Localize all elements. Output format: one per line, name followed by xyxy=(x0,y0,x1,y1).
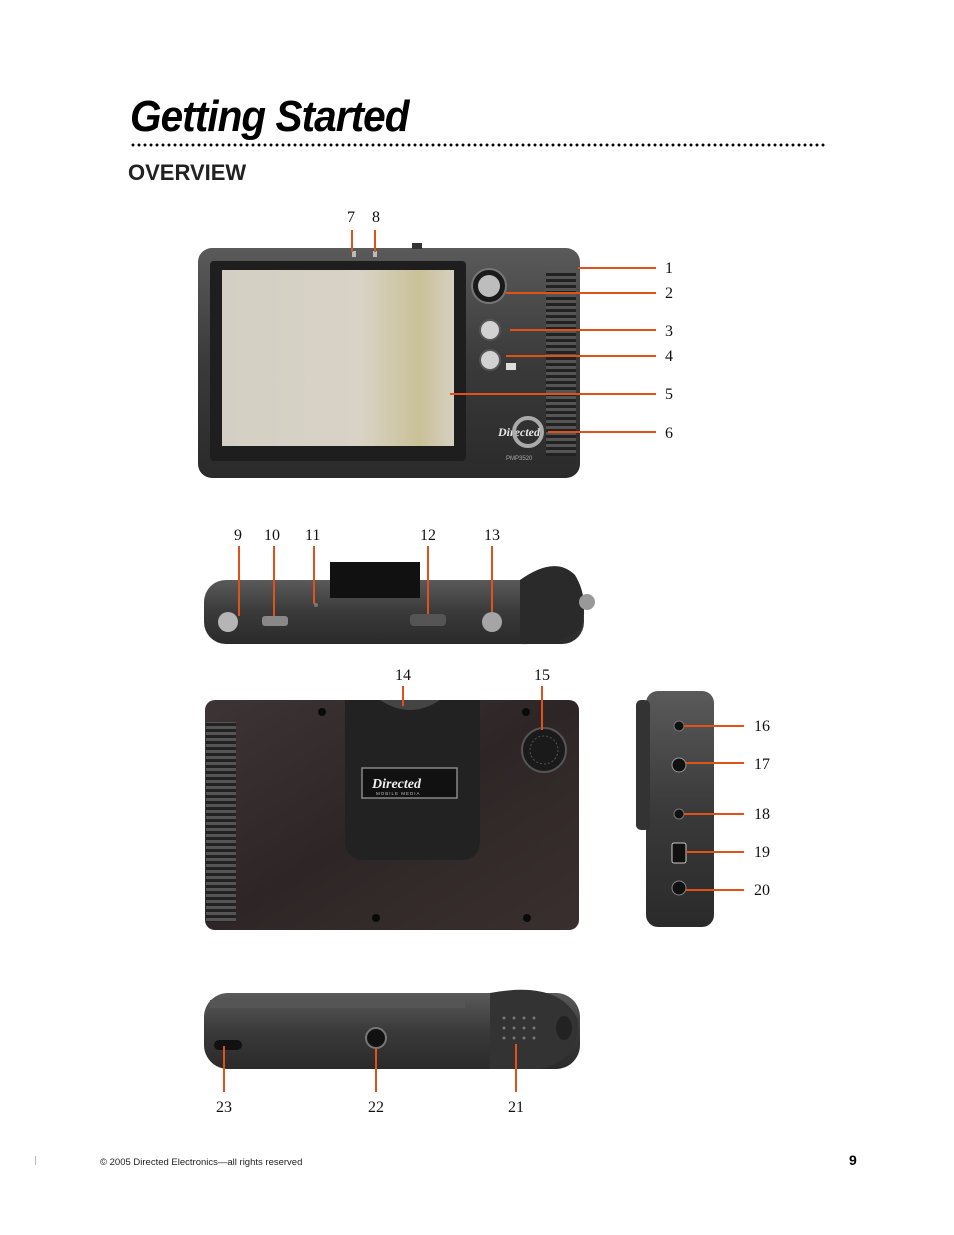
back-view: Directed MOBILE MEDIA xyxy=(205,700,579,930)
power-button-cap xyxy=(478,275,500,297)
stylus-cap xyxy=(556,1016,572,1040)
callout-4: 4 xyxy=(665,348,673,365)
callout-23: 23 xyxy=(216,1099,232,1116)
back-logo-sub: MOBILE MEDIA xyxy=(376,791,421,796)
front-logo: Directed xyxy=(497,425,541,439)
button-3 xyxy=(479,319,501,341)
strap-slot-23 xyxy=(214,1040,242,1050)
callout-14: 14 xyxy=(395,667,411,684)
callout-22: 22 xyxy=(368,1099,384,1116)
callout-9: 9 xyxy=(234,527,242,544)
back-logo-plate xyxy=(361,767,458,799)
tripod-mount-22 xyxy=(365,1027,387,1049)
logo-swirl xyxy=(512,416,544,448)
indicator-7 xyxy=(352,251,356,257)
port-17 xyxy=(671,757,687,773)
stylus-tip xyxy=(579,594,595,610)
kickstand-notch xyxy=(380,700,440,710)
callout-20: 20 xyxy=(754,882,770,899)
callout-15: 15 xyxy=(534,667,550,684)
usb-port-19 xyxy=(671,842,687,864)
back-grip xyxy=(206,722,236,922)
vent-holes-21 xyxy=(502,1016,536,1040)
callout-6: 6 xyxy=(665,425,673,442)
page-title: Getting Started xyxy=(130,92,409,141)
right-side-view xyxy=(636,691,714,927)
menu-icon xyxy=(506,363,516,370)
speaker-grille xyxy=(521,727,567,773)
indicator-8 xyxy=(373,251,377,257)
button-4 xyxy=(479,349,501,371)
callout-12: 12 xyxy=(420,527,436,544)
screw xyxy=(372,914,380,922)
bottom-edge-body xyxy=(204,993,580,1069)
callout-7: 7 xyxy=(347,209,355,226)
callout-17: 17 xyxy=(754,756,770,773)
callout-10: 10 xyxy=(264,527,280,544)
top-edge-view xyxy=(204,562,595,645)
callout-2: 2 xyxy=(665,285,673,302)
callout-5: 5 xyxy=(665,386,673,403)
lcd-screen xyxy=(222,270,454,446)
screw xyxy=(523,914,531,922)
kickstand xyxy=(330,562,420,598)
footer-copyright: © 2005 Directed Electronics—all rights r… xyxy=(100,1157,303,1168)
callout-8: 8 xyxy=(372,209,380,226)
callout-3: 3 xyxy=(665,323,673,340)
hold-switch xyxy=(262,616,288,626)
callout-19: 19 xyxy=(754,844,770,861)
front-view: Directed PMP3520 xyxy=(198,243,580,478)
back-logo: Directed xyxy=(371,777,422,792)
callout-11: 11 xyxy=(305,527,321,544)
callout-lines xyxy=(223,230,744,1092)
model-label: PMP3520 xyxy=(506,456,533,462)
headphone-jack xyxy=(218,612,238,632)
dotted-rule xyxy=(130,143,826,147)
side-edge xyxy=(636,700,650,830)
volume-rocker xyxy=(410,614,446,626)
top-button xyxy=(412,243,422,249)
callout-21: 21 xyxy=(508,1099,524,1116)
screw xyxy=(522,708,530,716)
bottom-seam xyxy=(210,1000,465,1008)
callout-16: 16 xyxy=(754,718,770,735)
jog-dial xyxy=(482,612,502,632)
screw xyxy=(318,708,326,716)
page-number: 9 xyxy=(849,1152,857,1168)
front-grip xyxy=(546,270,576,456)
port-18 xyxy=(673,808,685,820)
callout-18: 18 xyxy=(754,806,770,823)
stylus-end xyxy=(520,566,584,645)
margin-mark xyxy=(35,1156,36,1165)
callout-13: 13 xyxy=(484,527,500,544)
bottom-edge-view xyxy=(204,989,580,1069)
callout-1: 1 xyxy=(665,260,673,277)
dc-port-20 xyxy=(671,880,687,896)
section-heading: OVERVIEW xyxy=(128,160,247,185)
port-16 xyxy=(673,720,685,732)
